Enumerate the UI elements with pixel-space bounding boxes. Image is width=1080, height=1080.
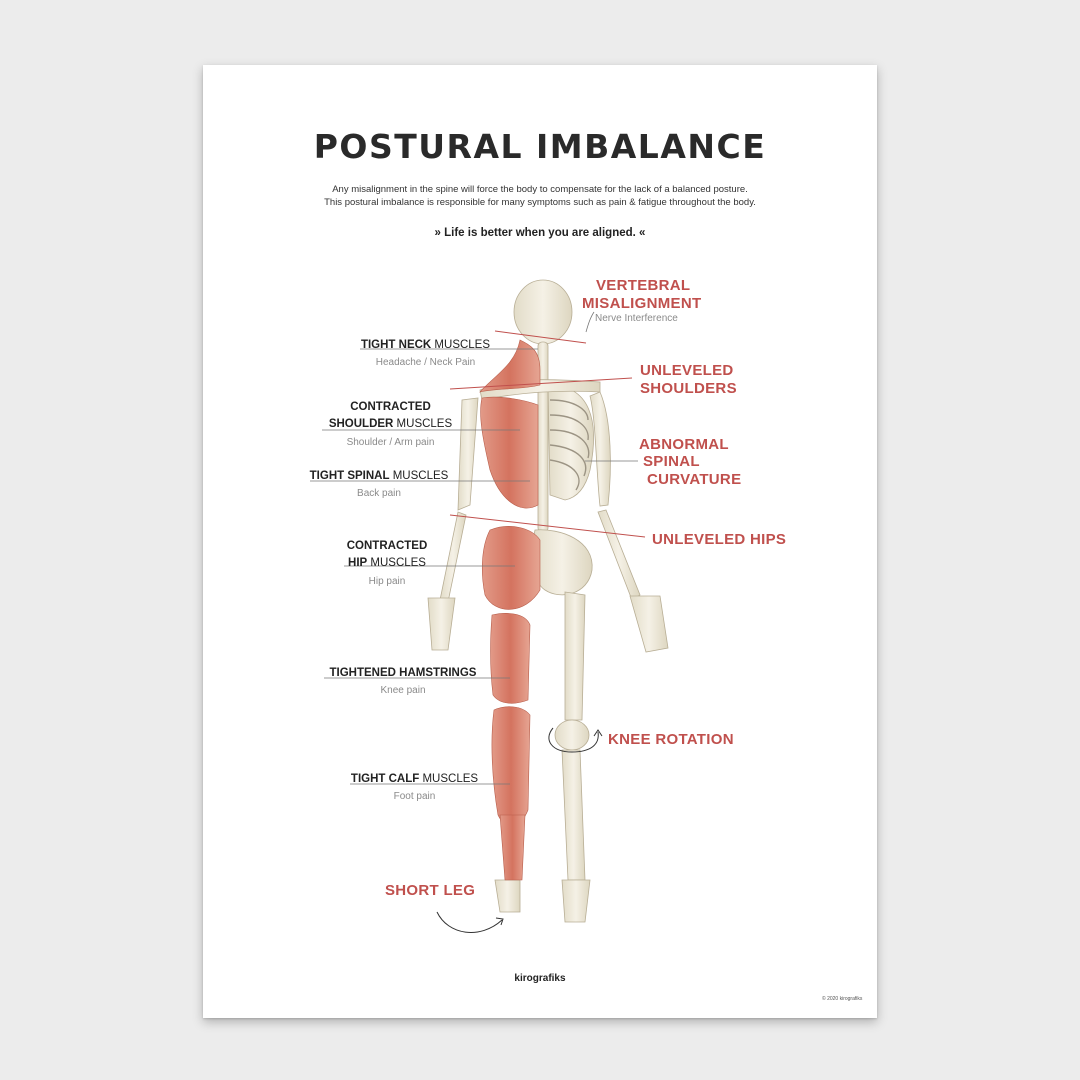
label-unleveled: UNLEVELED	[640, 362, 734, 379]
label-tightened-hamstrings: TIGHTENED HAMSTRINGS Knee pain	[329, 667, 477, 697]
brand-logo: kirografiks	[514, 973, 566, 984]
label-short-leg: SHORT LEG	[385, 882, 476, 899]
label-tight-spinal-muscles: TIGHT SPINAL MUSCLES Back pain	[309, 470, 449, 500]
label-unleveled-hips: UNLEVELED HIPS	[652, 531, 787, 548]
label-tight-calf-muscles: TIGHT CALF MUSCLES Foot pain	[350, 773, 479, 803]
poster-title: POSTURAL IMBALANCE	[313, 127, 767, 166]
label-contracted-hip-muscles: CONTRACTED HIP MUSCLES Hip pain	[346, 540, 428, 587]
label-nerve-interference: Nerve Interference	[595, 313, 678, 324]
label-abnormal: ABNORMAL	[639, 436, 729, 453]
label-knee-rotation: KNEE ROTATION	[608, 731, 734, 748]
label-tight-neck-muscles: TIGHT NECK MUSCLES Headache / Neck Pain	[360, 339, 491, 369]
label-spinal: SPINAL	[643, 453, 700, 470]
subtitle-line-1: Any misalignment in the spine will force…	[332, 184, 748, 195]
label-shoulders: SHOULDERS	[640, 380, 737, 397]
label-contracted-shoulder-muscles: CONTRACTED SHOULDER MUSCLES Shoulder / A…	[328, 401, 453, 448]
tagline: » Life is better when you are aligned. «	[434, 227, 646, 239]
label-vertebral: VERTEBRAL	[596, 277, 691, 294]
copyright: © 2020 kirografiks	[822, 996, 863, 1002]
subtitle-line-2: This postural imbalance is responsible f…	[324, 197, 756, 208]
label-misalignment: MISALIGNMENT	[582, 295, 702, 312]
label-curvature: CURVATURE	[647, 471, 742, 488]
